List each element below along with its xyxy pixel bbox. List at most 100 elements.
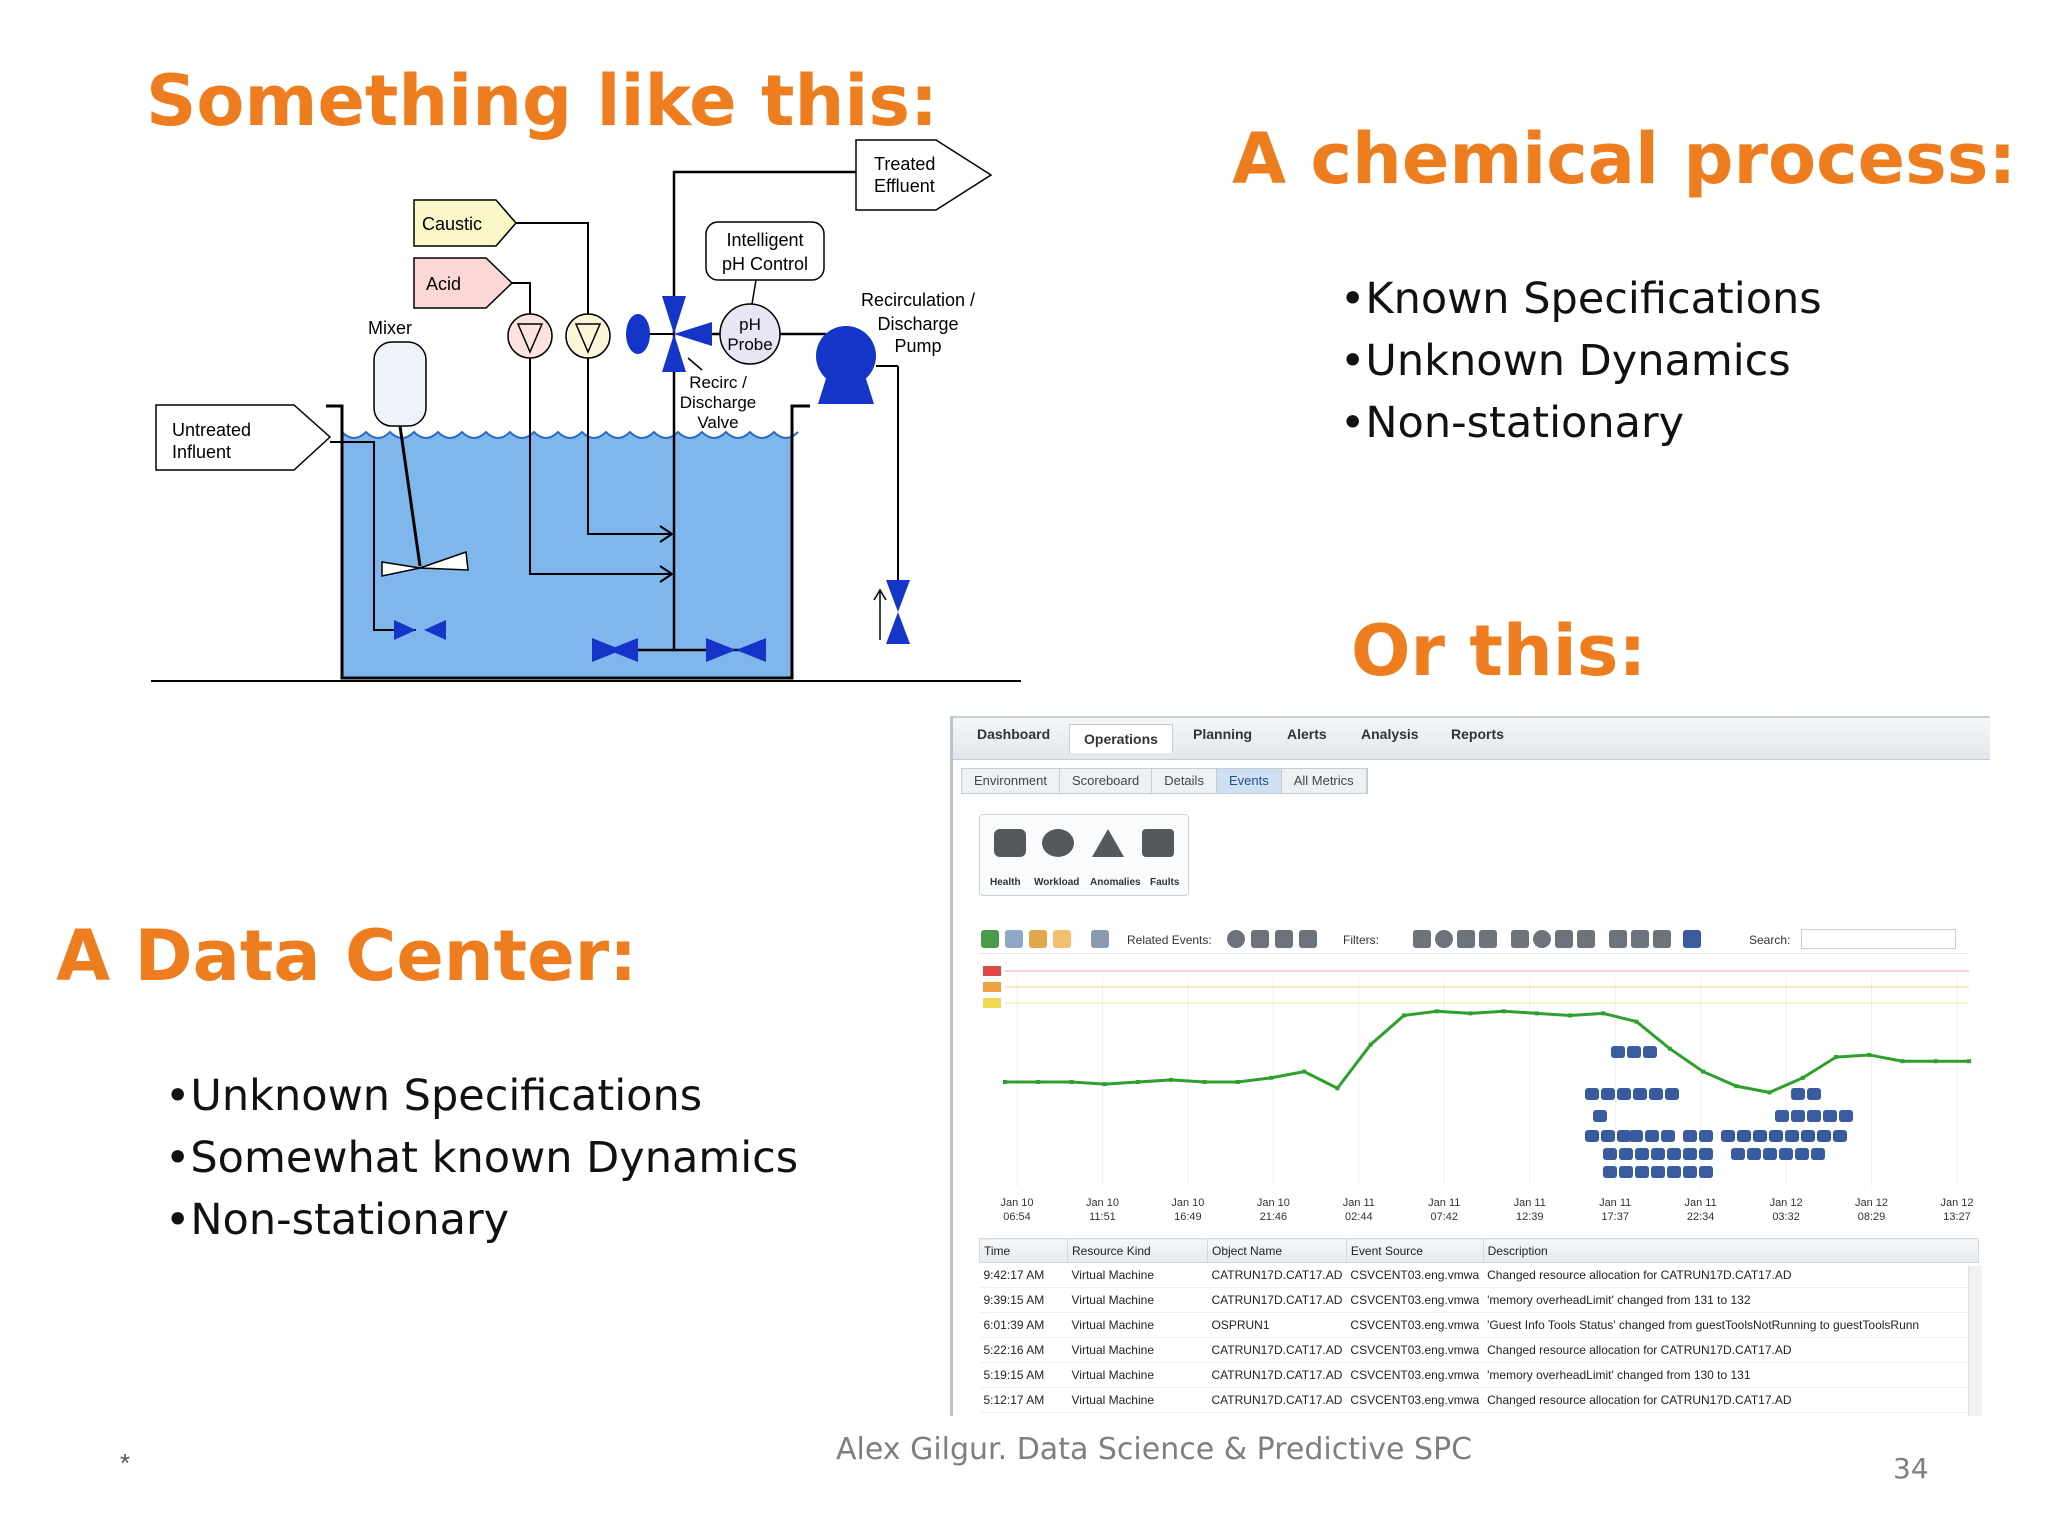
event-marker-icon[interactable]	[1643, 1046, 1657, 1058]
data-point[interactable]	[1867, 1052, 1872, 1057]
event-marker-icon[interactable]	[1651, 1166, 1665, 1178]
data-point[interactable]	[1036, 1080, 1041, 1084]
tab-planning[interactable]: Planning	[1193, 726, 1253, 742]
data-point[interactable]	[1368, 1042, 1373, 1047]
event-marker-icon[interactable]	[1593, 1110, 1607, 1122]
filter-star-icon[interactable]	[1511, 930, 1529, 948]
event-marker-icon[interactable]	[1651, 1148, 1665, 1160]
event-marker-icon[interactable]	[1823, 1110, 1837, 1122]
event-marker-icon[interactable]	[1683, 1148, 1697, 1160]
target-icon[interactable]	[1227, 930, 1245, 948]
filter-workload-icon[interactable]	[1435, 930, 1453, 948]
column-header-resource-kind[interactable]: Resource Kind	[1067, 1238, 1208, 1263]
data-point[interactable]	[1102, 1082, 1107, 1087]
tab-alerts[interactable]: Alerts	[1287, 726, 1327, 742]
event-marker-icon[interactable]	[1665, 1088, 1679, 1100]
pan-icon[interactable]	[1029, 930, 1047, 948]
tab-reports[interactable]: Reports	[1451, 726, 1504, 742]
data-point[interactable]	[1634, 1019, 1639, 1024]
event-marker-icon[interactable]	[1807, 1088, 1821, 1100]
arrow-down-icon[interactable]	[1275, 930, 1293, 948]
event-marker-icon[interactable]	[1731, 1148, 1745, 1160]
faults-icon[interactable]	[1142, 829, 1174, 857]
arrow-up-icon[interactable]	[1251, 930, 1269, 948]
event-marker-icon[interactable]	[1667, 1166, 1681, 1178]
event-marker-icon[interactable]	[1795, 1148, 1809, 1160]
event-marker-icon[interactable]	[1785, 1130, 1799, 1142]
filter-shield-icon[interactable]	[1609, 930, 1627, 948]
table-scrollbar[interactable]	[1968, 1266, 1982, 1416]
event-marker-icon[interactable]	[1791, 1088, 1805, 1100]
filter-stack-icon[interactable]	[1577, 930, 1595, 948]
tab-analysis[interactable]: Analysis	[1361, 726, 1419, 742]
subtab-details[interactable]: Details	[1152, 769, 1217, 793]
filter-active-icon[interactable]	[1683, 930, 1701, 948]
event-marker-icon[interactable]	[1649, 1088, 1663, 1100]
anomalies-icon[interactable]	[1092, 829, 1124, 857]
zoom-icon[interactable]	[1005, 930, 1023, 948]
event-marker-icon[interactable]	[1603, 1148, 1617, 1160]
event-marker-icon[interactable]	[1683, 1166, 1697, 1178]
data-point[interactable]	[1933, 1059, 1938, 1064]
subtab-all-metrics[interactable]: All Metrics	[1282, 769, 1367, 793]
data-point[interactable]	[1302, 1069, 1307, 1074]
column-header-description[interactable]: Description	[1482, 1238, 1980, 1263]
tab-dashboard[interactable]: Dashboard	[977, 726, 1051, 742]
filter-anomalies-icon[interactable]	[1457, 930, 1475, 948]
data-point[interactable]	[1202, 1080, 1207, 1084]
data-point[interactable]	[1069, 1080, 1074, 1084]
column-header-object-name[interactable]: Object Name	[1207, 1238, 1347, 1263]
health-icon[interactable]	[994, 829, 1026, 857]
event-marker-icon[interactable]	[1661, 1130, 1675, 1142]
event-marker-icon[interactable]	[1817, 1130, 1831, 1142]
event-marker-icon[interactable]	[1619, 1148, 1633, 1160]
event-marker-icon[interactable]	[1683, 1130, 1697, 1142]
data-point[interactable]	[1800, 1075, 1805, 1080]
data-point[interactable]	[1601, 1011, 1606, 1016]
data-point[interactable]	[1268, 1075, 1273, 1080]
event-marker-icon[interactable]	[1635, 1166, 1649, 1178]
data-point[interactable]	[1734, 1084, 1739, 1089]
event-marker-icon[interactable]	[1833, 1130, 1847, 1142]
event-marker-icon[interactable]	[1807, 1110, 1821, 1122]
event-marker-icon[interactable]	[1699, 1148, 1713, 1160]
data-point[interactable]	[1568, 1013, 1573, 1018]
event-marker-icon[interactable]	[1791, 1110, 1805, 1122]
data-point[interactable]	[1401, 1013, 1406, 1018]
event-marker-icon[interactable]	[1601, 1088, 1615, 1100]
data-point[interactable]	[1667, 1046, 1672, 1051]
notes-icon[interactable]	[1053, 930, 1071, 948]
data-point[interactable]	[1435, 1009, 1440, 1014]
event-marker-icon[interactable]	[1699, 1166, 1713, 1178]
calendar-icon[interactable]	[1091, 930, 1109, 948]
event-marker-icon[interactable]	[1633, 1088, 1647, 1100]
search-input[interactable]	[1801, 929, 1956, 949]
filter-bell-icon[interactable]	[1653, 930, 1671, 948]
data-point[interactable]	[1003, 1080, 1007, 1084]
event-marker-icon[interactable]	[1775, 1110, 1789, 1122]
subtab-scoreboard[interactable]: Scoreboard	[1060, 769, 1153, 793]
workload-icon[interactable]	[1042, 829, 1074, 857]
event-marker-icon[interactable]	[1699, 1130, 1713, 1142]
event-marker-icon[interactable]	[1769, 1130, 1783, 1142]
data-point[interactable]	[1235, 1080, 1240, 1084]
event-marker-icon[interactable]	[1667, 1148, 1681, 1160]
event-marker-icon[interactable]	[1645, 1130, 1659, 1142]
filter-health-icon[interactable]	[1413, 930, 1431, 948]
subtab-environment[interactable]: Environment	[962, 769, 1060, 793]
event-marker-icon[interactable]	[1585, 1130, 1599, 1142]
data-point[interactable]	[1501, 1009, 1506, 1014]
data-point[interactable]	[1169, 1077, 1174, 1082]
event-marker-icon[interactable]	[1601, 1130, 1615, 1142]
arrow-horizontal-icon[interactable]	[1299, 930, 1317, 948]
filter-badge-icon[interactable]	[1533, 930, 1551, 948]
event-marker-icon[interactable]	[1611, 1046, 1625, 1058]
event-marker-icon[interactable]	[1811, 1148, 1825, 1160]
data-point[interactable]	[1468, 1011, 1473, 1016]
event-marker-icon[interactable]	[1763, 1148, 1777, 1160]
event-marker-icon[interactable]	[1603, 1166, 1617, 1178]
data-point[interactable]	[1534, 1011, 1539, 1016]
